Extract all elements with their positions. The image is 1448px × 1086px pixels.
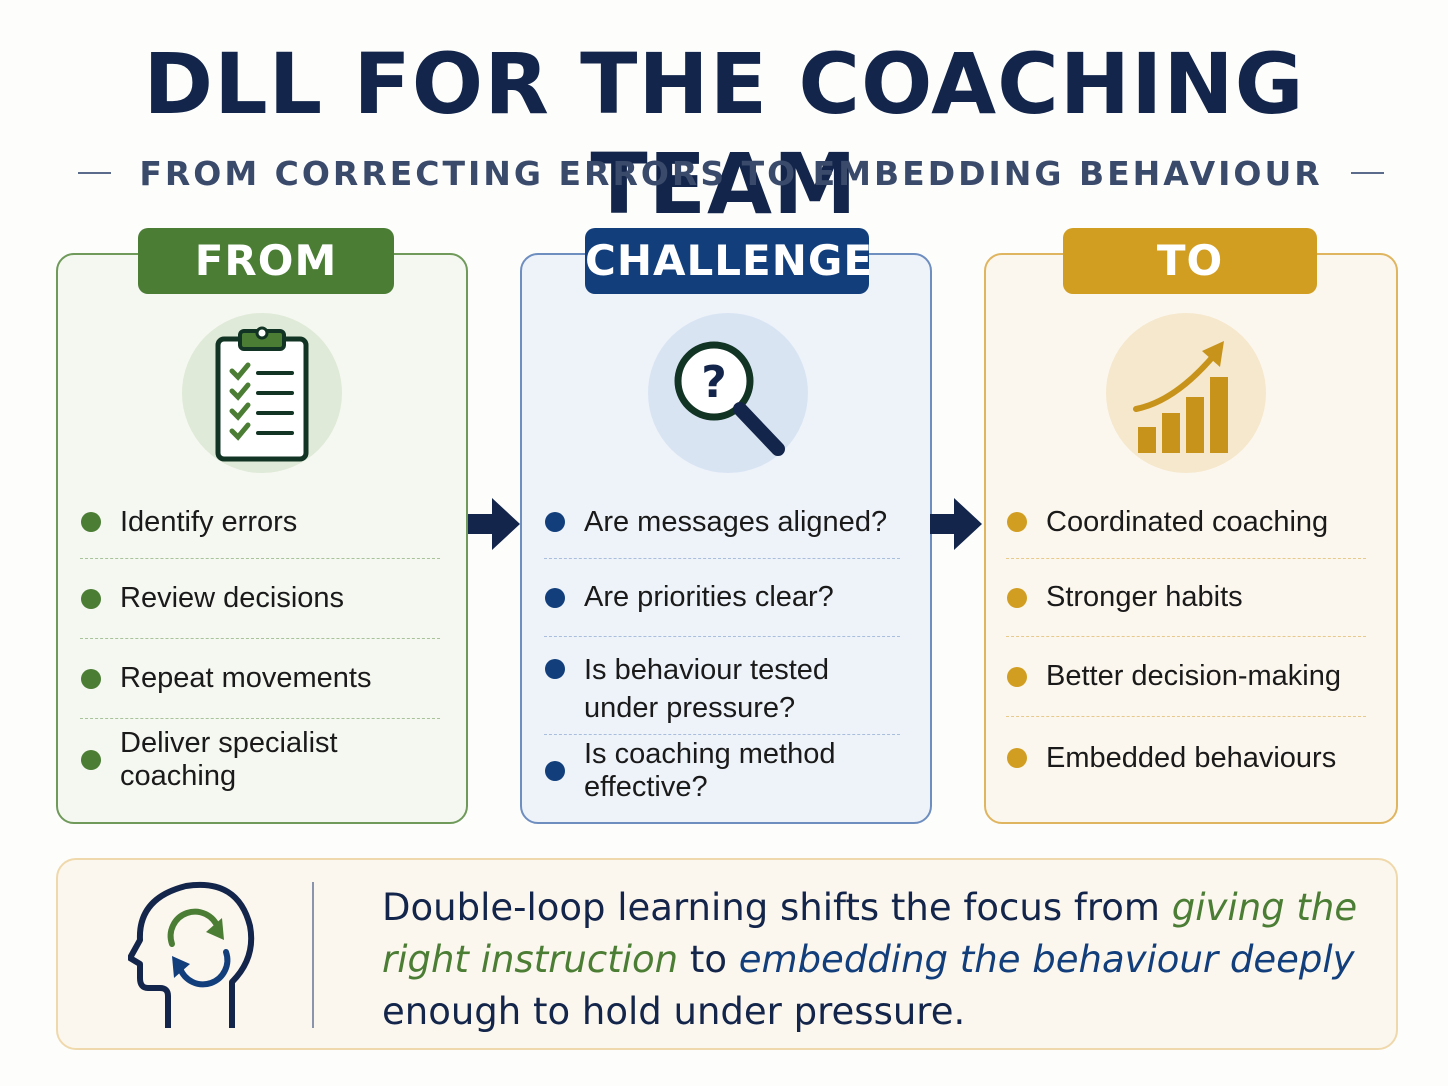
list-item: Identify errors (80, 486, 440, 559)
bullet-dot (81, 588, 101, 609)
challenge-list: Are messages aligned? Are priorities cle… (544, 486, 900, 807)
bullet-dot (81, 512, 101, 532)
list-item-label: Review decisions (120, 582, 345, 614)
bullet-dot (81, 668, 101, 689)
list-item: Is coaching method effective? (544, 735, 900, 807)
summary-box: Double-loop learning shifts the focus fr… (56, 858, 1398, 1050)
subtitle-rule-right (1350, 172, 1384, 174)
summary-highlight-green: giving the right instruction (382, 886, 1358, 981)
svg-text:?: ? (701, 357, 727, 408)
summary-divider (312, 882, 314, 1028)
list-item-label: Is coaching method effective? (584, 738, 836, 803)
arrow-right-icon (930, 496, 982, 552)
list-item: Repeat movements (80, 639, 440, 719)
summary-highlight-blue: embedding the behaviour deeply (738, 938, 1355, 981)
growth-chart-icon (1106, 313, 1266, 473)
bullet-dot (545, 761, 565, 781)
list-item: Coordinated coaching (1006, 486, 1366, 559)
list-item: Review decisions (80, 559, 440, 639)
to-header: TO (1063, 228, 1317, 294)
arrow-right-icon (468, 496, 520, 552)
from-list: Identify errors Review decisions Repeat … (80, 486, 440, 801)
summary-text-part: Double-loop learning shifts the focus fr… (382, 886, 1172, 929)
bullet-dot (1007, 748, 1027, 768)
challenge-header: CHALLENGE (585, 228, 872, 294)
list-item-label: Deliver specialist coaching (120, 727, 338, 792)
bullet-dot (1007, 512, 1027, 532)
list-item: Embedded behaviours (1006, 717, 1366, 799)
list-item: Are priorities clear? (544, 559, 900, 637)
subtitle: FROM CORRECTING ERRORS TO EMBEDDING BEHA… (139, 153, 1323, 193)
bullet-dot (545, 512, 565, 532)
summary-text-part: to (678, 938, 739, 981)
list-item-label: Repeat movements (120, 662, 372, 694)
list-item-label: Are priorities clear? (584, 581, 834, 613)
list-item: Are messages aligned? (544, 486, 900, 559)
bullet-dot (545, 659, 565, 679)
list-item: Stronger habits (1006, 559, 1366, 637)
list-item: Deliver specialist coaching (80, 719, 440, 801)
bullet-dot (545, 587, 565, 608)
list-item-label: Embedded behaviours (1046, 741, 1337, 774)
from-header: FROM (138, 228, 394, 294)
list-item-label: Coordinated coaching (1046, 505, 1329, 538)
summary-text-part: enough to hold under pressure. (382, 990, 966, 1033)
list-item: Better decision-making (1006, 637, 1366, 717)
subtitle-row: FROM CORRECTING ERRORS TO EMBEDDING BEHA… (78, 150, 1384, 196)
list-item-label: Identify errors (120, 505, 298, 538)
list-item-label: Stronger habits (1046, 581, 1243, 613)
bullet-dot (1007, 587, 1027, 608)
subtitle-rule-left (78, 172, 112, 174)
summary-text: Double-loop learning shifts the focus fr… (382, 882, 1382, 1038)
list-item: Is behaviour tested under pressure? (544, 637, 900, 735)
list-item-label: Better decision-making (1046, 660, 1341, 692)
bullet-dot (1007, 666, 1027, 687)
to-list: Coordinated coaching Stronger habits Bet… (1006, 486, 1366, 799)
head-cycle-icon (127, 878, 260, 1030)
list-item-label: Is behaviour tested under pressure? (584, 654, 830, 724)
list-item-label: Are messages aligned? (584, 505, 888, 538)
magnifier-question-icon: ? (648, 313, 808, 473)
clipboard-checklist-icon (182, 313, 342, 473)
page-title: DLL FOR THE COACHING TEAM (143, 35, 1305, 233)
bullet-dot (81, 750, 101, 770)
